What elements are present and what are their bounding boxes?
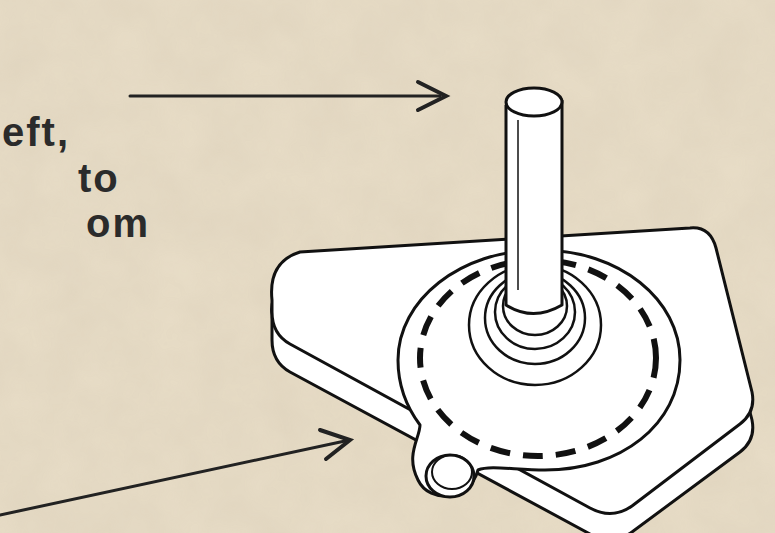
leader-arrow (130, 95, 440, 98)
joystick-base (272, 88, 753, 533)
arrow-head (418, 82, 446, 110)
callout-text: eft, (2, 112, 70, 152)
callout-text: om (86, 203, 150, 243)
leader-arrow (0, 441, 345, 515)
callout-text: to (78, 158, 120, 198)
arrow-head (320, 430, 350, 459)
